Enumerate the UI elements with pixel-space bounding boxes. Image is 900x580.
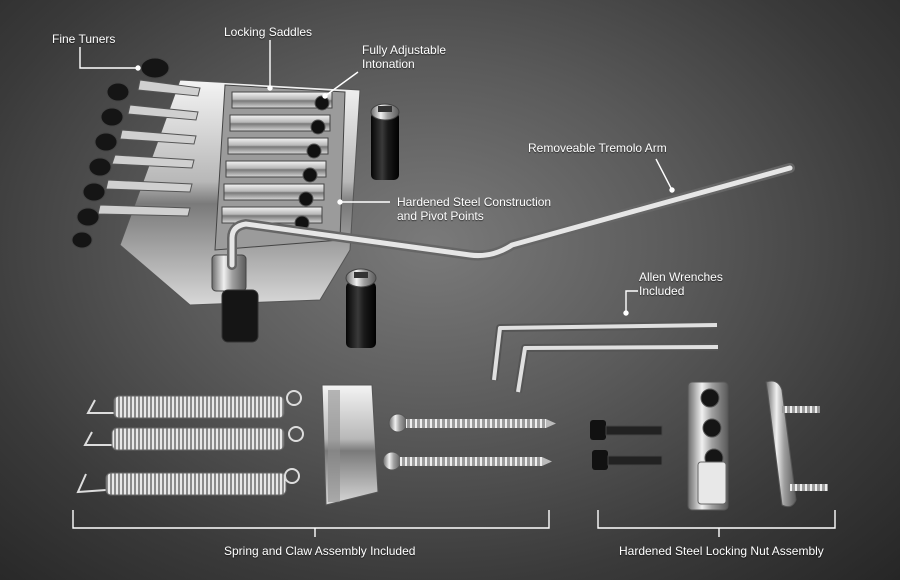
callout-tremolo-arm (655, 158, 673, 191)
nut-base (765, 380, 828, 508)
locking-nut (687, 381, 729, 511)
label-fine-tuners: Fine Tuners (52, 32, 116, 46)
callout-dot-tremolo-arm (669, 187, 675, 193)
callout-dot-intonation (322, 93, 328, 99)
pivot-stud-upper (370, 103, 400, 180)
locking-nut-screws (590, 420, 663, 470)
label-spring-claw: Spring and Claw Assembly Included (224, 544, 416, 558)
callout-fine-tuners (79, 47, 138, 69)
label-hardened-steel: Hardened Steel Construction and Pivot Po… (397, 195, 552, 223)
callout-dot-hardened-steel (337, 199, 343, 205)
callout-intonation (324, 71, 359, 97)
label-locking-saddles: Locking Saddles (224, 25, 313, 39)
claw-screws (382, 413, 556, 471)
label-allen-wrenches: Allen Wrenches Included (639, 270, 723, 298)
label-intonation: Fully Adjustable Intonation (362, 43, 447, 71)
callout-lines (72, 40, 836, 537)
allen-wrenches (490, 321, 719, 393)
tremolo-arm (227, 163, 795, 270)
spring-claw (321, 384, 379, 506)
bracket-locking-nut (597, 510, 836, 537)
tremolo-bridge (71, 57, 361, 343)
label-tremolo-arm: Removeable Tremolo Arm (528, 141, 667, 155)
callout-dot-allen-wrenches (623, 310, 629, 316)
callout-dot-locking-saddles (267, 85, 273, 91)
callout-allen-wrenches (625, 290, 638, 313)
callout-dot-fine-tuners (135, 65, 141, 71)
fine-tuner-knobs (71, 57, 170, 249)
fine-tuner-arms (97, 79, 201, 217)
bracket-spring-claw (72, 510, 550, 537)
intonation-screws (294, 95, 330, 231)
label-locking-nut: Hardened Steel Locking Nut Assembly (619, 544, 824, 558)
tremolo-springs (76, 390, 304, 496)
pivot-stud-lower (345, 268, 377, 348)
